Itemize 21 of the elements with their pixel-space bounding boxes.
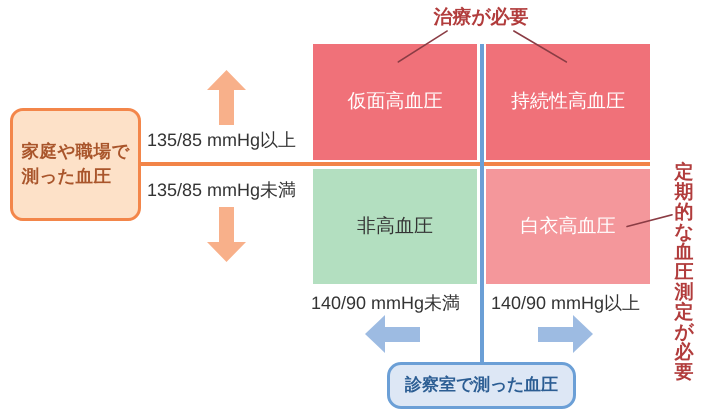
threshold-label: 140/90 mmHg以上: [491, 292, 640, 314]
quadrant-label: 仮面高血圧: [348, 90, 442, 114]
note-text: 定期的な血圧測定が必要: [672, 162, 696, 382]
quadrant-box: [486, 169, 650, 284]
leader-line: [626, 214, 673, 228]
quadrant-box: [313, 44, 477, 160]
quadrant-label: 白衣高血圧: [520, 214, 616, 238]
leader-line: [513, 30, 568, 63]
leader-line: [397, 30, 448, 63]
box-label: 診察室で測った血圧: [405, 374, 558, 396]
rounded-box: [10, 108, 141, 221]
quadrant-label: 持続性高血圧: [511, 90, 625, 114]
threshold-label: 135/85 mmHg以上: [147, 129, 296, 151]
threshold-label: 135/85 mmHg未満: [147, 179, 296, 201]
rounded-box: [387, 362, 576, 409]
box-label: 家庭や職場で測った血圧: [21, 140, 130, 188]
note-text: 治療が必要: [428, 4, 534, 31]
quadrant-box: [313, 169, 477, 284]
quadrant-box: [486, 44, 650, 160]
threshold-label: 140/90 mmHg未満: [311, 292, 460, 314]
quadrant-label: 非高血圧: [357, 214, 433, 238]
